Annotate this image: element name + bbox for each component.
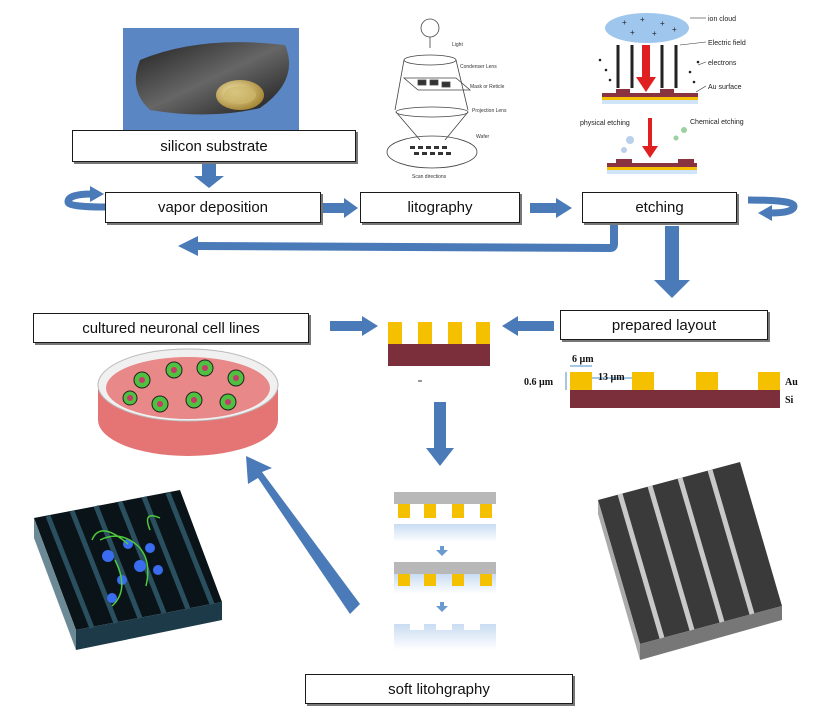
step-etching: etching (582, 192, 737, 223)
arrow-vapor-to-lito (322, 203, 344, 213)
arrow-lito-to-etching (530, 203, 556, 213)
grating-block (598, 462, 782, 660)
step-prepared-layout: prepared layout (560, 310, 768, 340)
dim-06um: 0.6 µm (524, 377, 554, 388)
step-lito-label: litography (407, 199, 473, 216)
confocal-cell-block (34, 490, 222, 650)
step-soft-label: soft litohgraphy (388, 680, 490, 698)
flow-arrows (64, 162, 798, 614)
step-silicon-substrate: silicon substrate (72, 130, 356, 162)
svg-text:+: + (652, 29, 657, 38)
step-litography: litography (360, 192, 520, 223)
litho-label-condenser: Condenser Lens (460, 64, 497, 70)
svg-text:+: + (640, 15, 645, 24)
step-vapor-deposition: vapor deposition (105, 192, 321, 223)
return-arrow-etching-to-vapor (195, 224, 618, 253)
svg-text:+: + (630, 28, 635, 37)
silicon-wafer-photo (123, 28, 299, 130)
lithography-sketch (386, 18, 478, 169)
dim-6um: 6 µm (572, 354, 594, 365)
etch-label-electrons: electrons (708, 60, 737, 67)
svg-text:+: + (672, 25, 677, 34)
step-etching-label: etching (635, 199, 684, 216)
arrow-silicon-to-vapor (202, 162, 216, 176)
step-cultured-neuronal: cultured neuronal cell lines (33, 313, 309, 343)
step-cultured-label: cultured neuronal cell lines (82, 319, 260, 337)
mat-au: Au (785, 377, 798, 388)
etch-label-ion-cloud: ion cloud (708, 16, 736, 23)
litho-label-mask: Mask or Reticle (470, 84, 505, 90)
arrow-prepared-to-center (518, 321, 554, 331)
etch-label-electric-field: Electric field (708, 40, 746, 47)
arrow-center-to-soft (434, 402, 446, 450)
litho-label-light: Light (452, 42, 463, 48)
loop-arrow-left (64, 190, 106, 211)
litho-label-wafer: Wafer (476, 134, 489, 140)
loop-arrow-right (747, 196, 798, 217)
step-silicon-label: silicon substrate (160, 137, 268, 155)
layout-cross-section (565, 365, 780, 408)
arrow-soft-to-cultured (246, 456, 360, 614)
etch-label-physical: physical etching (580, 120, 630, 127)
step-vapor-label: vapor deposition (157, 199, 269, 216)
litho-label-scan: Scan directions (412, 174, 447, 180)
soft-lithography-stack (394, 492, 496, 650)
litho-label-projection: Projection Lens (472, 108, 507, 114)
etching-sketch-top: +++ +++ (598, 13, 707, 104)
dim-13um: 13 µm (598, 372, 625, 383)
arrow-etching-to-prepared (665, 226, 679, 282)
step-soft-lithography: soft litohgraphy (305, 674, 573, 704)
etch-label-chemical: Chemical etching (690, 119, 744, 126)
arrow-cultured-to-center (330, 321, 362, 331)
svg-text:+: + (660, 19, 665, 28)
svg-text:+: + (622, 18, 627, 27)
etch-label-au-surface: Au surface (708, 84, 742, 91)
petri-dish (97, 348, 279, 456)
etching-sketch-bottom (607, 118, 697, 174)
center-pattern-sketch (388, 322, 490, 382)
mat-si: Si (785, 395, 794, 406)
step-prepared-label: prepared layout (611, 316, 717, 334)
